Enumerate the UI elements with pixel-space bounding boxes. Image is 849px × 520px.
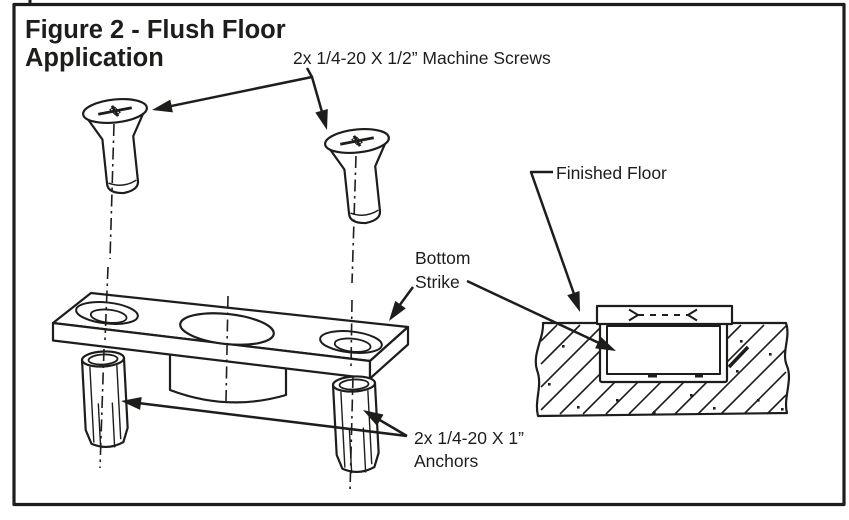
strike-cup-section xyxy=(606,325,721,375)
cup-bottom-marks xyxy=(648,374,703,378)
bottom-strike-leader xyxy=(389,279,616,351)
hidden-hole-dashes xyxy=(628,308,698,322)
bottom-strike-label-line1: Bottom xyxy=(415,248,470,268)
figure-title-line1: Figure 2 - Flush Floor xyxy=(25,16,286,44)
machine-screw-left xyxy=(80,94,157,198)
finished-floor-leader xyxy=(529,170,580,312)
callout-arrows xyxy=(121,67,616,438)
anchor-right xyxy=(331,374,381,476)
finished-floor-label: Finished Floor xyxy=(556,163,667,183)
anchors-leader xyxy=(121,397,408,438)
machine-screws-leader xyxy=(152,67,328,130)
machine-screw-right xyxy=(322,124,399,228)
bottom-strike-label-line2: Strike xyxy=(415,272,460,292)
concrete-aggregate-dots xyxy=(548,340,784,414)
machine-screws-label: 2x 1/4-20 X 1/2” Machine Screws xyxy=(293,48,551,68)
anchors-label-line1: 2x 1/4-20 X 1” xyxy=(414,428,524,448)
anchor-left xyxy=(80,349,130,451)
bottom-strike-plate xyxy=(51,291,410,380)
figure-border xyxy=(12,2,846,507)
plate-screw-hole-left xyxy=(75,301,139,325)
center-lines xyxy=(99,123,357,492)
cross-section-view xyxy=(534,304,791,418)
anchors-label-line2: Anchors xyxy=(414,451,478,471)
figure-title-line2: Application xyxy=(25,44,164,72)
